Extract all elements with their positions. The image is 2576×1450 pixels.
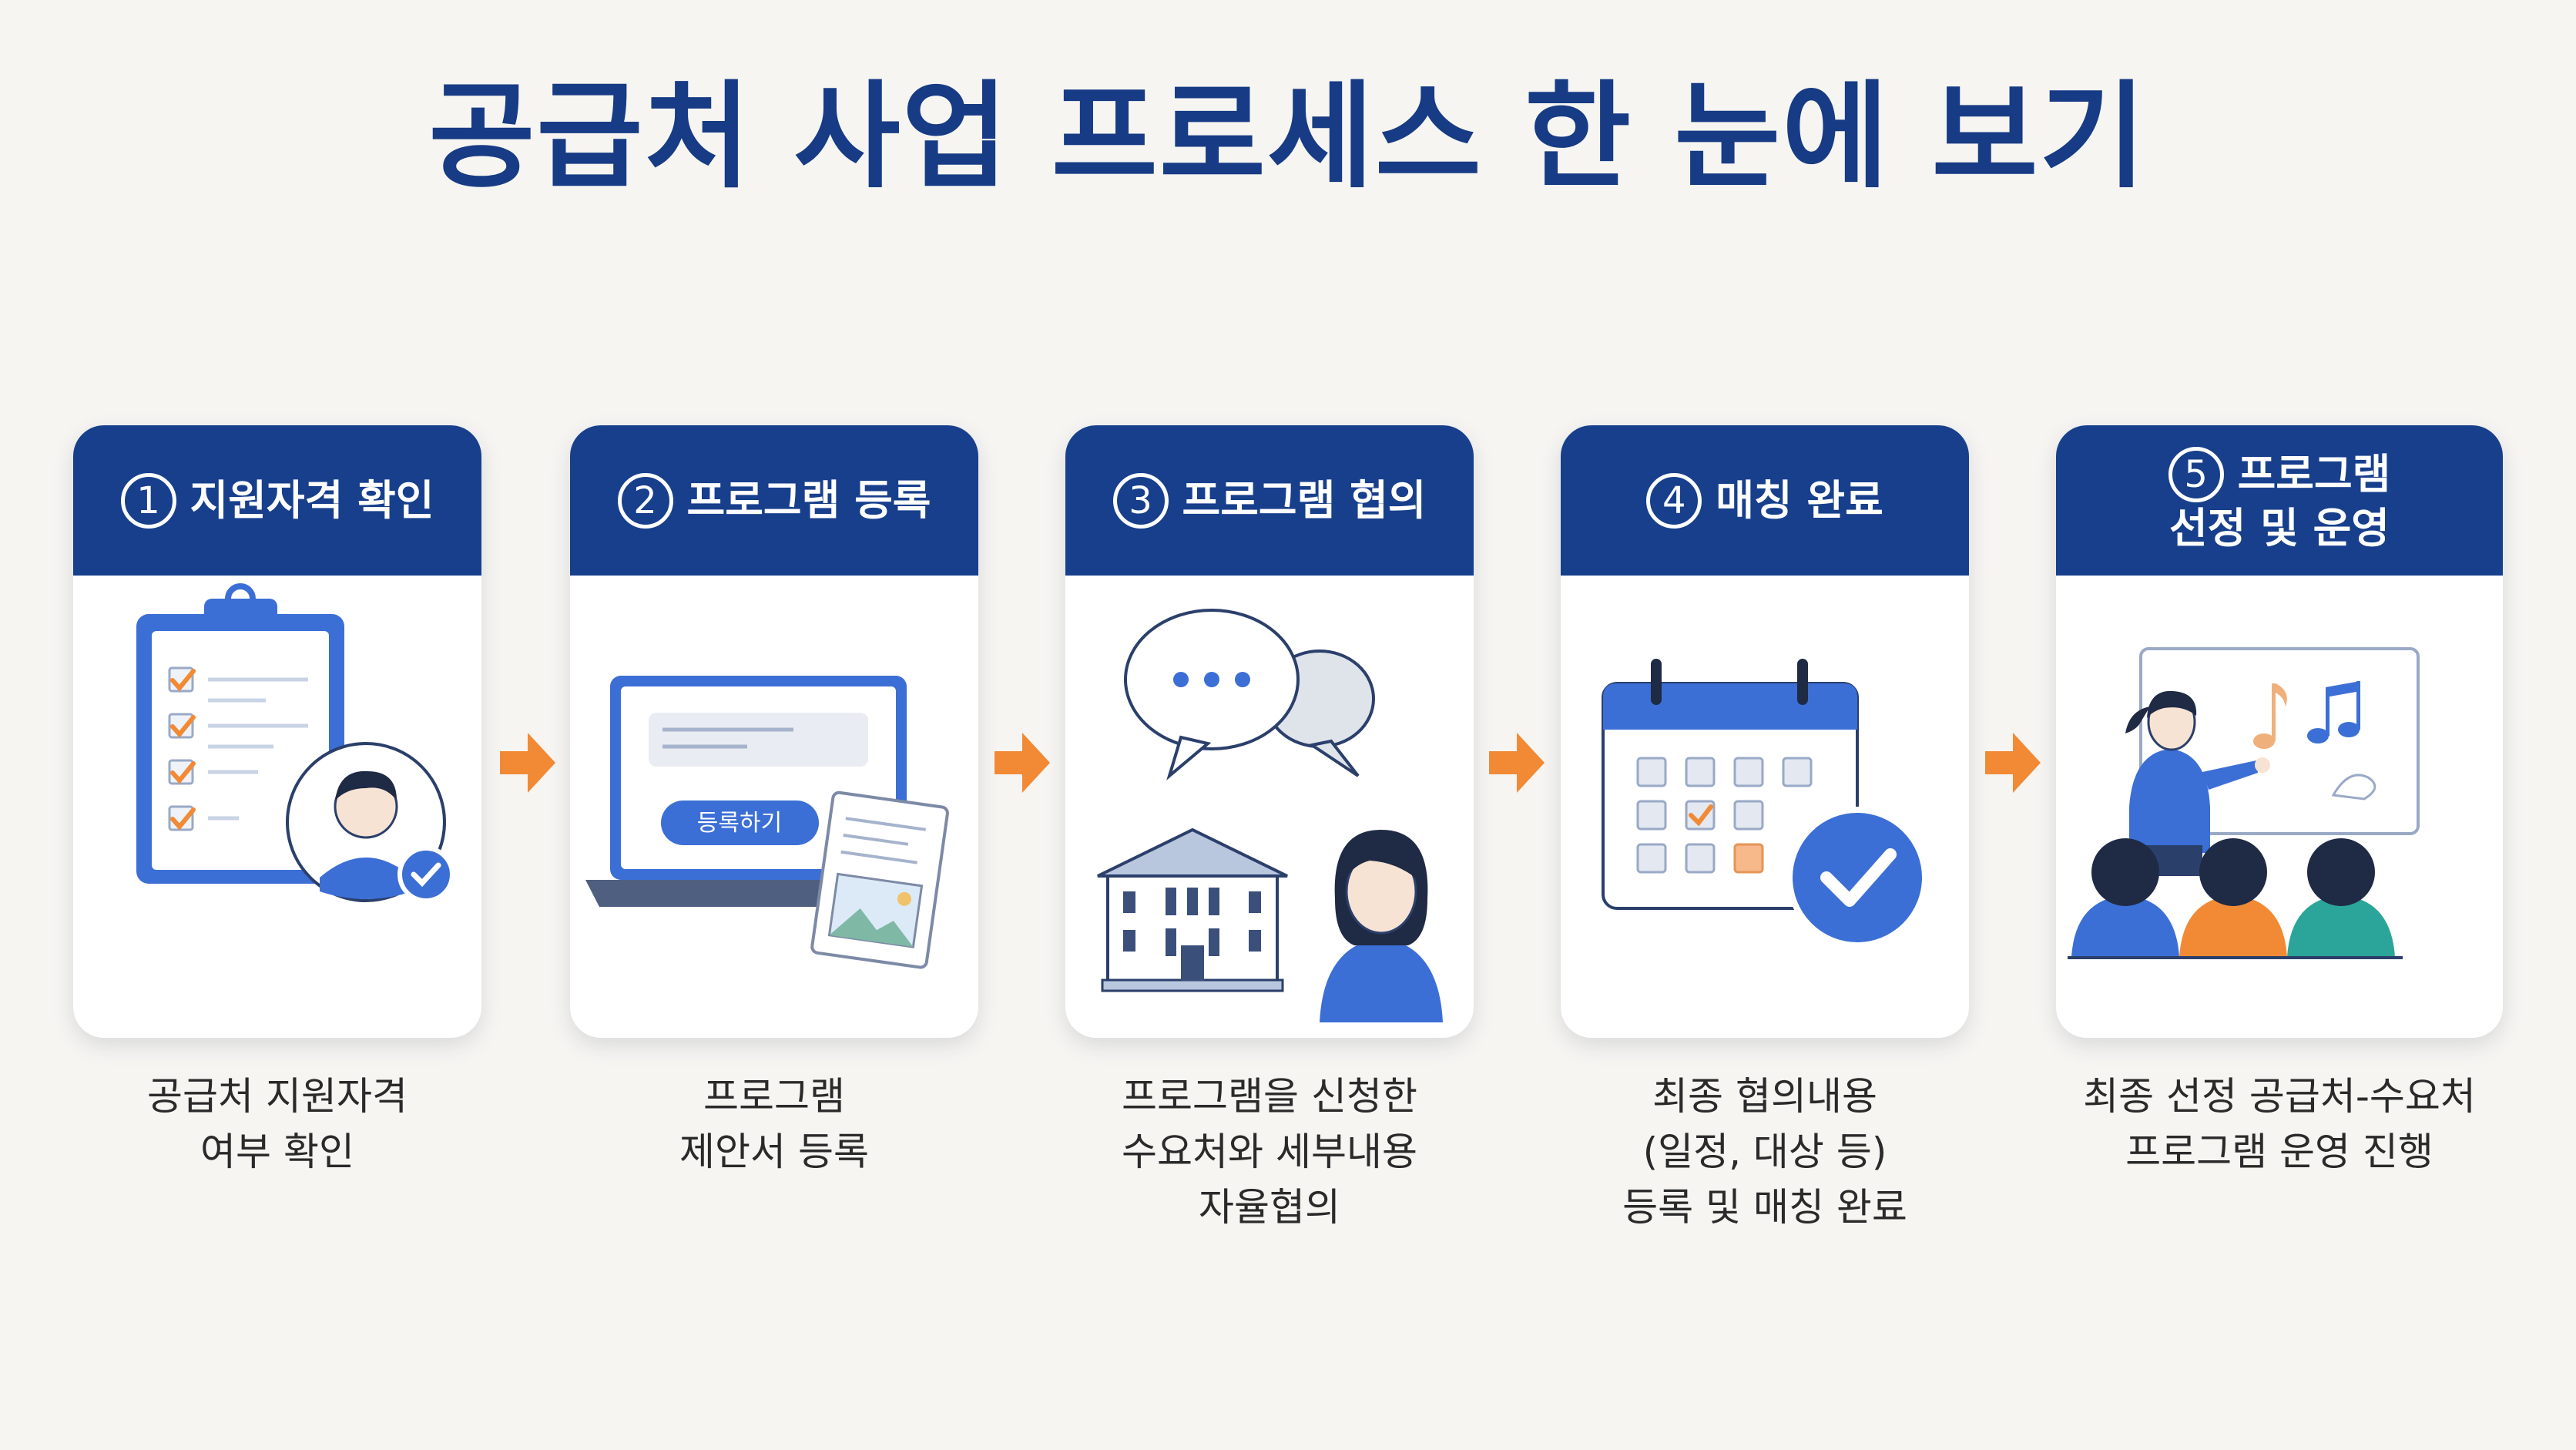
step-title-line-1: 프로그램 <box>2237 450 2391 498</box>
step-card: 4 매칭 완료 <box>1561 425 1969 1038</box>
arrow-right-icon <box>1982 728 2042 797</box>
step-header: 2 프로그램 등록 <box>570 425 978 576</box>
step-number: 3 <box>1112 472 1169 529</box>
arrow-right-icon <box>497 728 557 797</box>
step-description: 프로그램 제안서 등록 <box>679 1074 869 1174</box>
step-description: 최종 선정 공급처-수요처 프로그램 운영 진행 <box>2083 1074 2476 1174</box>
step-card: 3 프로그램 협의 <box>1065 425 1474 1038</box>
step-header: 5 프로그램 선정 및 운영 <box>2056 425 2503 576</box>
step-header: 1 지원자격 확인 <box>73 425 481 576</box>
step-header: 4 매칭 완료 <box>1561 425 1969 576</box>
presentation-class-icon <box>2056 576 2503 1038</box>
clipboard-checklist-icon <box>73 576 481 1038</box>
step-1: 1 지원자격 확인 <box>73 425 481 1180</box>
step-title: 매칭 완료 <box>1716 475 1883 525</box>
step-description: 최종 협의내용 (일정, 대상 등) 등록 및 매칭 완료 <box>1622 1074 1907 1230</box>
step-3: 3 프로그램 협의 <box>1065 425 1474 1235</box>
step-number: 1 <box>120 472 176 529</box>
arrow-right-icon <box>991 728 1052 797</box>
page-title: 공급처 사업 프로세스 한 눈에 보기 <box>428 70 2148 204</box>
step-description: 프로그램을 신청한 수요처와 세부내용 자율협의 <box>1122 1074 1417 1230</box>
step-description: 공급처 지원자격 여부 확인 <box>147 1074 408 1174</box>
step-card: 1 지원자격 확인 <box>73 425 481 1038</box>
laptop-register-icon: 등록하기 <box>570 576 978 1038</box>
step-title: 지원자격 확인 <box>190 475 434 525</box>
step-card: 5 프로그램 선정 및 운영 <box>2056 425 2503 1038</box>
arrow-right-icon <box>1486 728 1546 797</box>
step-title: 프로그램 등록 <box>686 475 931 525</box>
step-number: 5 <box>2168 446 2224 502</box>
step-card: 2 프로그램 등록 등록하기 <box>570 425 978 1038</box>
step-5: 5 프로그램 선정 및 운영 <box>2056 425 2503 1180</box>
step-number: 4 <box>1646 472 1702 529</box>
step-2: 2 프로그램 등록 등록하기 <box>570 425 978 1180</box>
step-number: 2 <box>617 472 673 529</box>
calendar-check-icon <box>1561 576 1969 1038</box>
step-title: 프로그램 협의 <box>1182 475 1427 525</box>
chat-consultation-icon <box>1065 576 1474 1038</box>
register-button: 등록하기 <box>697 810 782 837</box>
step-header: 3 프로그램 협의 <box>1065 425 1474 576</box>
step-title-line-2: 선정 및 운영 <box>2168 503 2390 552</box>
step-4: 4 매칭 완료 <box>1561 425 1969 1235</box>
